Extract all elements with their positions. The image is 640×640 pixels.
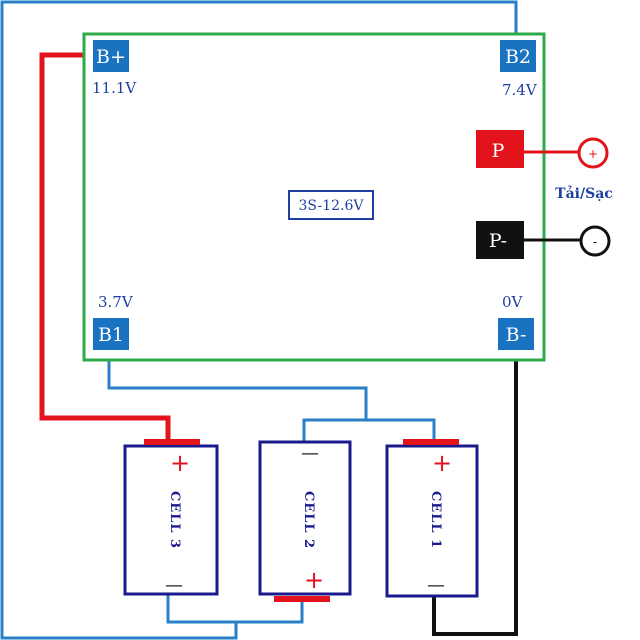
pad-b-minus-voltage: 0V: [502, 293, 524, 311]
pad-b-plus-label: B+: [96, 46, 126, 68]
cell-2-label: CELL 2: [301, 491, 316, 549]
cell-1-positive-cap: [403, 439, 459, 445]
terminal-positive-symbol: +: [588, 147, 598, 161]
wire-cell3-cell2-bottom: [236, 600, 304, 624]
cell-3: + CELL 3 —: [123, 439, 219, 596]
pad-b-minus: B-: [498, 318, 534, 350]
cell-1-label: CELL 1: [428, 491, 443, 549]
cell-2-plus: +: [304, 566, 324, 594]
wire-cell2-cell1-top: [302, 418, 436, 442]
terminal-negative: [579, 225, 611, 257]
cell-2-minus: —: [301, 443, 319, 464]
cell-2-positive-cap: [274, 596, 330, 602]
wire-b1: [107, 350, 368, 420]
terminal-positive: [577, 137, 609, 169]
cell-3-positive-cap: [144, 439, 200, 445]
cell-3-plus: +: [170, 449, 190, 477]
terminal-negative-symbol: -: [593, 235, 597, 249]
cell-2: — CELL 2 +: [258, 440, 352, 602]
pad-b1-label: B1: [98, 324, 124, 346]
wire-b-plus-red: [39, 52, 171, 442]
pad-p-minus: P-: [476, 221, 524, 259]
board-label-box: 3S-12.6V: [288, 190, 374, 220]
pad-b-minus-label: B-: [506, 324, 527, 346]
pad-b2-voltage: 7.4V: [502, 81, 538, 99]
pad-b1-voltage: 3.7V: [98, 293, 134, 311]
cell-1-minus: —: [427, 575, 445, 596]
pad-b-plus-voltage: 11.1V: [92, 79, 137, 97]
cell-3-minus: —: [165, 575, 183, 596]
cell-1: + CELL 1 —: [385, 439, 479, 598]
load-charge-label: Tải/Sạc: [555, 185, 613, 202]
pad-b1: B1: [93, 318, 129, 350]
pad-p-plus: P: [476, 130, 524, 168]
pad-b2: B2: [500, 40, 536, 72]
cell-3-label: CELL 3: [167, 491, 182, 549]
pad-b-plus: B+: [93, 40, 129, 72]
pad-b2-label: B2: [505, 46, 531, 68]
wire-b2-loop: [0, 0, 518, 640]
wire-b-minus-black: [432, 356, 518, 636]
cell-1-plus: +: [432, 449, 452, 477]
pad-p-minus-label: P-: [489, 230, 507, 252]
pad-p-plus-label: P: [492, 140, 505, 162]
board-label: 3S-12.6V: [298, 198, 364, 214]
